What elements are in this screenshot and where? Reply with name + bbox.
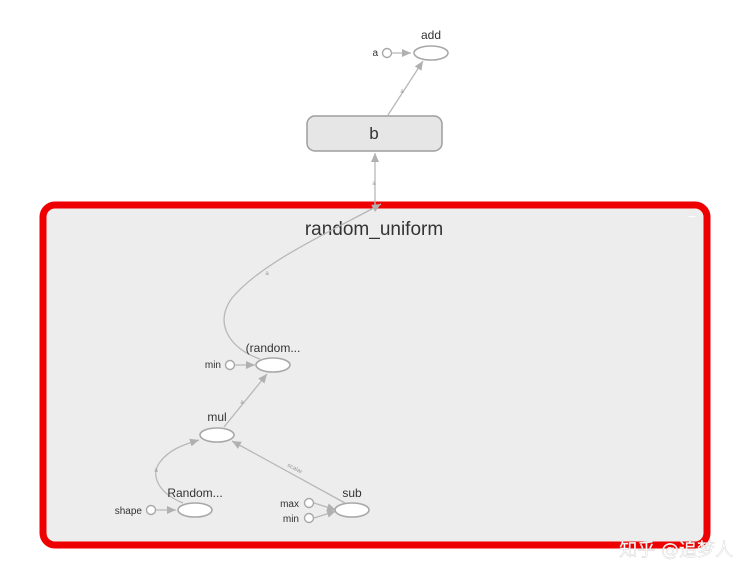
node-random-uniform-op[interactable]: Random...	[167, 486, 223, 518]
edge-b-to-add	[387, 60, 424, 116]
edge-label-mul-to-inner: a	[240, 400, 244, 406]
collapse-scope-button[interactable]: −	[687, 210, 696, 223]
sub-op-ellipse[interactable]	[334, 502, 370, 518]
node-a[interactable]: a	[372, 47, 393, 59]
random-uniform-op-label: Random...	[167, 486, 222, 500]
edge-min-to-sub	[313, 509, 337, 519]
shape-constant-circle[interactable]	[145, 504, 157, 516]
edge-mul-to-inner	[223, 373, 268, 428]
min-bottom-constant-circle[interactable]	[303, 512, 315, 524]
scope-title: random_uniform	[305, 219, 443, 240]
random-inner-op-ellipse[interactable]	[255, 357, 291, 373]
min-top-constant-circle[interactable]	[224, 359, 236, 371]
edge-label-b-to-add: a	[400, 89, 404, 95]
node-sub[interactable]: sub	[334, 486, 370, 518]
edge-sub-to-mul	[231, 440, 346, 504]
mul-label: mul	[207, 410, 226, 424]
min-top-label: min	[205, 360, 221, 371]
max-constant-circle[interactable]	[303, 497, 315, 509]
random-inner-label: (random...	[246, 341, 301, 355]
random-uniform-scope[interactable]: random_uniform −	[39, 201, 711, 549]
node-min-top[interactable]: min	[205, 359, 236, 371]
min-bottom-label: min	[283, 514, 299, 525]
random-uniform-op-ellipse[interactable]	[177, 502, 213, 518]
b-scope-box[interactable]	[306, 115, 443, 152]
shape-label: shape	[115, 506, 143, 517]
node-max[interactable]: max	[280, 497, 315, 511]
node-min-bottom[interactable]: min	[283, 512, 315, 526]
edge-label-random-to-mul: a	[154, 468, 158, 474]
add-op-ellipse[interactable]	[413, 45, 449, 61]
max-label: max	[280, 499, 299, 510]
node-add[interactable]: add	[413, 28, 449, 61]
scope-highlight-border	[39, 201, 711, 549]
node-shape[interactable]: shape	[115, 504, 157, 518]
a-label: a	[372, 48, 378, 59]
edge-label-inner-to-scope: a	[265, 271, 269, 277]
node-b[interactable]: b	[306, 115, 443, 152]
edge-label-scope-to-b: a	[372, 181, 376, 187]
sub-label: sub	[342, 486, 362, 500]
mul-op-ellipse[interactable]	[199, 427, 235, 443]
node-mul[interactable]: mul	[199, 410, 235, 443]
zhihu-watermark: 知乎 @追梦人	[619, 540, 733, 561]
b-label: b	[369, 124, 378, 143]
add-label: add	[421, 28, 441, 42]
a-constant-circle[interactable]	[381, 47, 393, 59]
edges	[155, 49, 424, 519]
edge-random-to-mul	[155, 438, 200, 504]
edge-max-to-sub	[313, 502, 337, 512]
edge-inner-to-scope	[223, 203, 382, 360]
node-random-inner[interactable]: (random...	[246, 341, 301, 373]
